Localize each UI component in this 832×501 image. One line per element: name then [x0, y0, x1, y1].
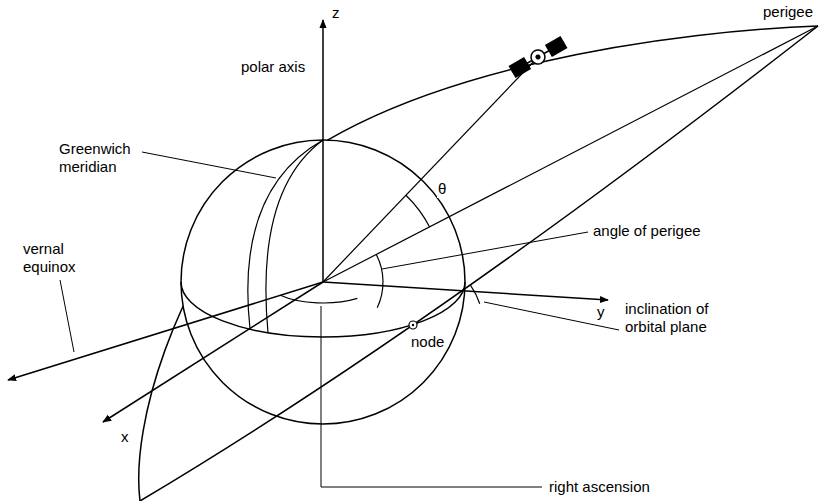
z-axis: [322, 20, 324, 282]
vernal-equinox-line: [8, 282, 323, 380]
perigee-angle-arc: [376, 255, 383, 308]
inclination-arc: [471, 285, 480, 304]
greenwich-meridian: [266, 140, 323, 333]
label-text: z: [331, 4, 341, 22]
leader-line: [382, 232, 588, 269]
label-text: x: [120, 428, 130, 446]
leader-line: [142, 152, 276, 178]
leader-line: [321, 306, 542, 487]
greenwich-meridian: [248, 140, 323, 329]
label-text: y: [596, 303, 606, 321]
right-ascension-arc: [280, 295, 357, 303]
orbit-back: [139, 26, 818, 501]
x-axis: [103, 282, 323, 422]
label-text: vernal equinox: [22, 240, 88, 276]
label-text: polar axis: [240, 58, 306, 76]
label-text: θ: [437, 180, 447, 198]
label-text: angle of perigee: [592, 222, 702, 240]
leader-line: [60, 280, 74, 352]
leader-line: [484, 302, 619, 330]
y-axis: [323, 282, 608, 300]
satellite-radius: [323, 57, 538, 282]
label-text: perigee: [762, 3, 814, 21]
satellite-icon: [509, 36, 568, 78]
equator: [181, 282, 465, 337]
orbit-front: [140, 26, 818, 501]
node-marker: [409, 321, 417, 329]
label-text: inclination of orbital plane: [624, 300, 730, 336]
label-text: Greenwich meridian: [58, 140, 140, 176]
label-text: node: [410, 333, 445, 351]
label-text: right ascension: [548, 478, 651, 496]
node-marker: [412, 324, 414, 326]
theta-arc: [406, 195, 430, 227]
perigee-line: [323, 26, 818, 282]
